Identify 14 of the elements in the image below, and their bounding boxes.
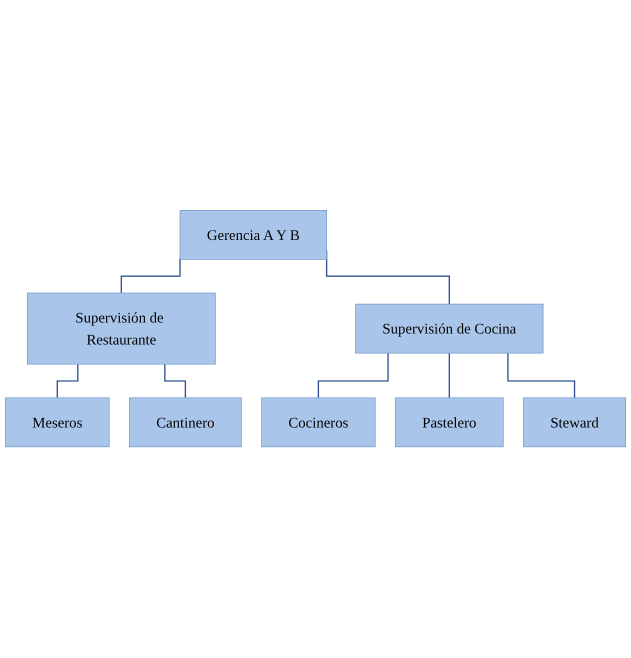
node-box: Pastelero — [395, 398, 504, 448]
connector — [56, 364, 78, 399]
node-box: Gerencia A Y B — [180, 210, 327, 260]
node-box: Cantinero — [129, 398, 242, 448]
connector — [318, 354, 389, 399]
node-box: Supervisión de Restaurante — [26, 293, 216, 365]
connector — [448, 354, 450, 399]
connector — [120, 258, 181, 294]
node-box: Cocineros — [261, 398, 376, 448]
connector — [164, 364, 186, 399]
node-box: Steward — [523, 398, 626, 448]
node-box: Meseros — [5, 398, 110, 448]
node-box: Supervisión de Cocina — [355, 304, 544, 354]
connector — [507, 354, 576, 399]
